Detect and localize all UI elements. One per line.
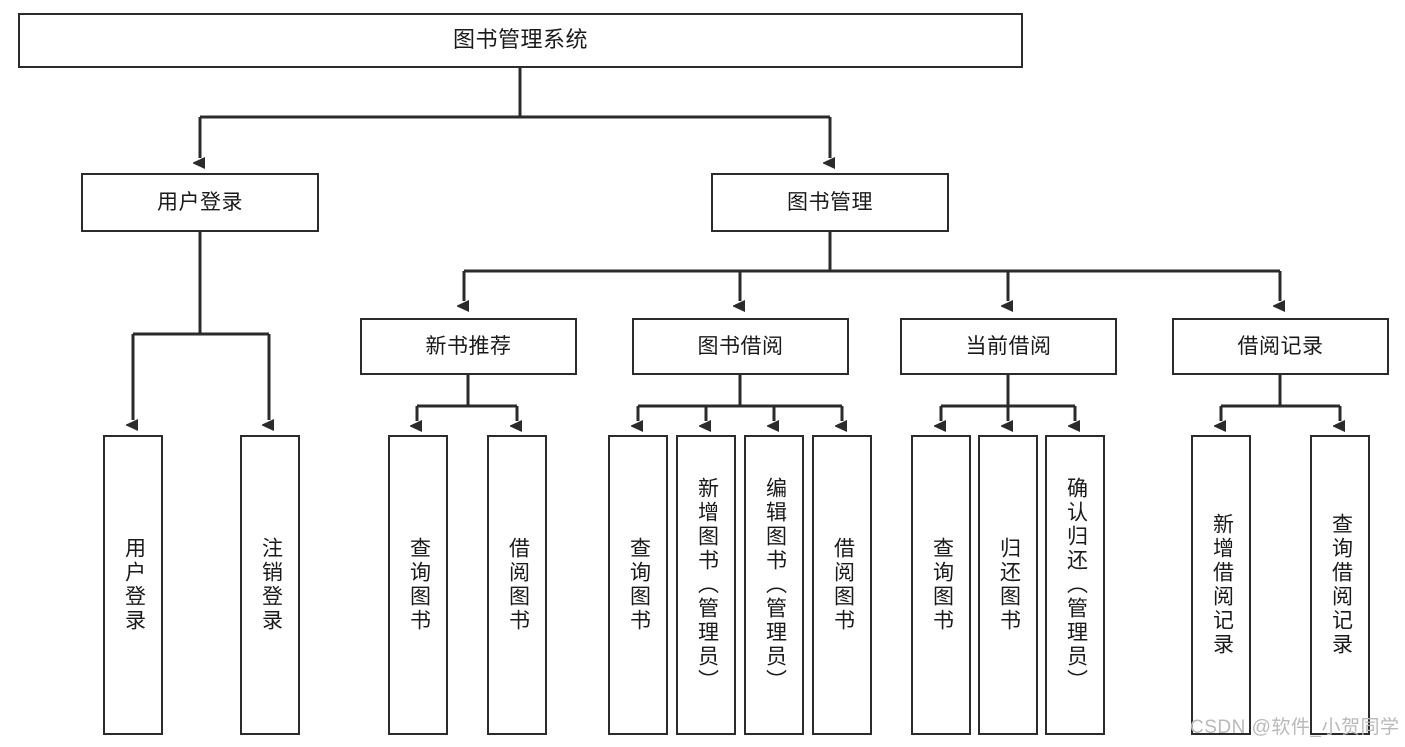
leaf-query-borrow-record[interactable]: 查询借阅记录 [1310, 435, 1370, 735]
leaf-confirm-return-admin[interactable]: 确认归还（管理员） [1045, 435, 1105, 735]
node-label: 图书管理系统 [452, 27, 588, 53]
node-label: 图书管理 [787, 190, 873, 214]
node-label: 查询图书 [627, 537, 651, 633]
node-book-borrow[interactable]: 图书借阅 [632, 318, 849, 375]
node-label: 当前借阅 [965, 334, 1052, 358]
node-label: 确认归还（管理员） [1064, 477, 1088, 693]
node-label: 新增借阅记录 [1210, 513, 1234, 657]
node-label: 借阅记录 [1237, 334, 1324, 358]
node-user-login[interactable]: 用户登录 [81, 173, 319, 232]
leaf-user-login[interactable]: 用户登录 [103, 435, 163, 735]
csdn-watermark: CSDN @软件_小贺同学 [1190, 717, 1400, 738]
node-label: 借阅图书 [506, 537, 530, 633]
node-current-borrow[interactable]: 当前借阅 [900, 318, 1117, 375]
node-borrow-record[interactable]: 借阅记录 [1172, 318, 1389, 375]
node-book-management[interactable]: 图书管理 [711, 173, 949, 232]
leaf-query-book-borrow[interactable]: 查询图书 [608, 435, 668, 735]
node-label: 查询图书 [930, 537, 954, 633]
leaf-edit-book-admin[interactable]: 编辑图书（管理员） [744, 435, 804, 735]
leaf-query-book-current[interactable]: 查询图书 [911, 435, 971, 735]
leaf-add-book-admin[interactable]: 新增图书（管理员） [676, 435, 736, 735]
node-label: 归还图书 [997, 537, 1021, 633]
node-label: 注销登录 [259, 537, 283, 633]
node-root-system[interactable]: 图书管理系统 [18, 13, 1023, 68]
node-label: 用户登录 [157, 190, 243, 214]
node-label: 新书推荐 [425, 334, 512, 358]
leaf-borrow-book[interactable]: 借阅图书 [812, 435, 872, 735]
node-new-book-recommend[interactable]: 新书推荐 [360, 318, 577, 375]
node-label: 查询借阅记录 [1329, 513, 1353, 657]
leaf-borrow-book-new[interactable]: 借阅图书 [487, 435, 547, 735]
node-label: 查询图书 [407, 537, 431, 633]
node-label: 新增图书（管理员） [695, 477, 719, 693]
node-label: 编辑图书（管理员） [763, 477, 787, 693]
leaf-add-borrow-record[interactable]: 新增借阅记录 [1191, 435, 1251, 735]
node-label: 借阅图书 [831, 537, 855, 633]
node-label: 用户登录 [122, 537, 146, 633]
node-label: 图书借阅 [697, 334, 784, 358]
leaf-query-book-new[interactable]: 查询图书 [388, 435, 448, 735]
leaf-return-book[interactable]: 归还图书 [978, 435, 1038, 735]
leaf-logout[interactable]: 注销登录 [240, 435, 300, 735]
